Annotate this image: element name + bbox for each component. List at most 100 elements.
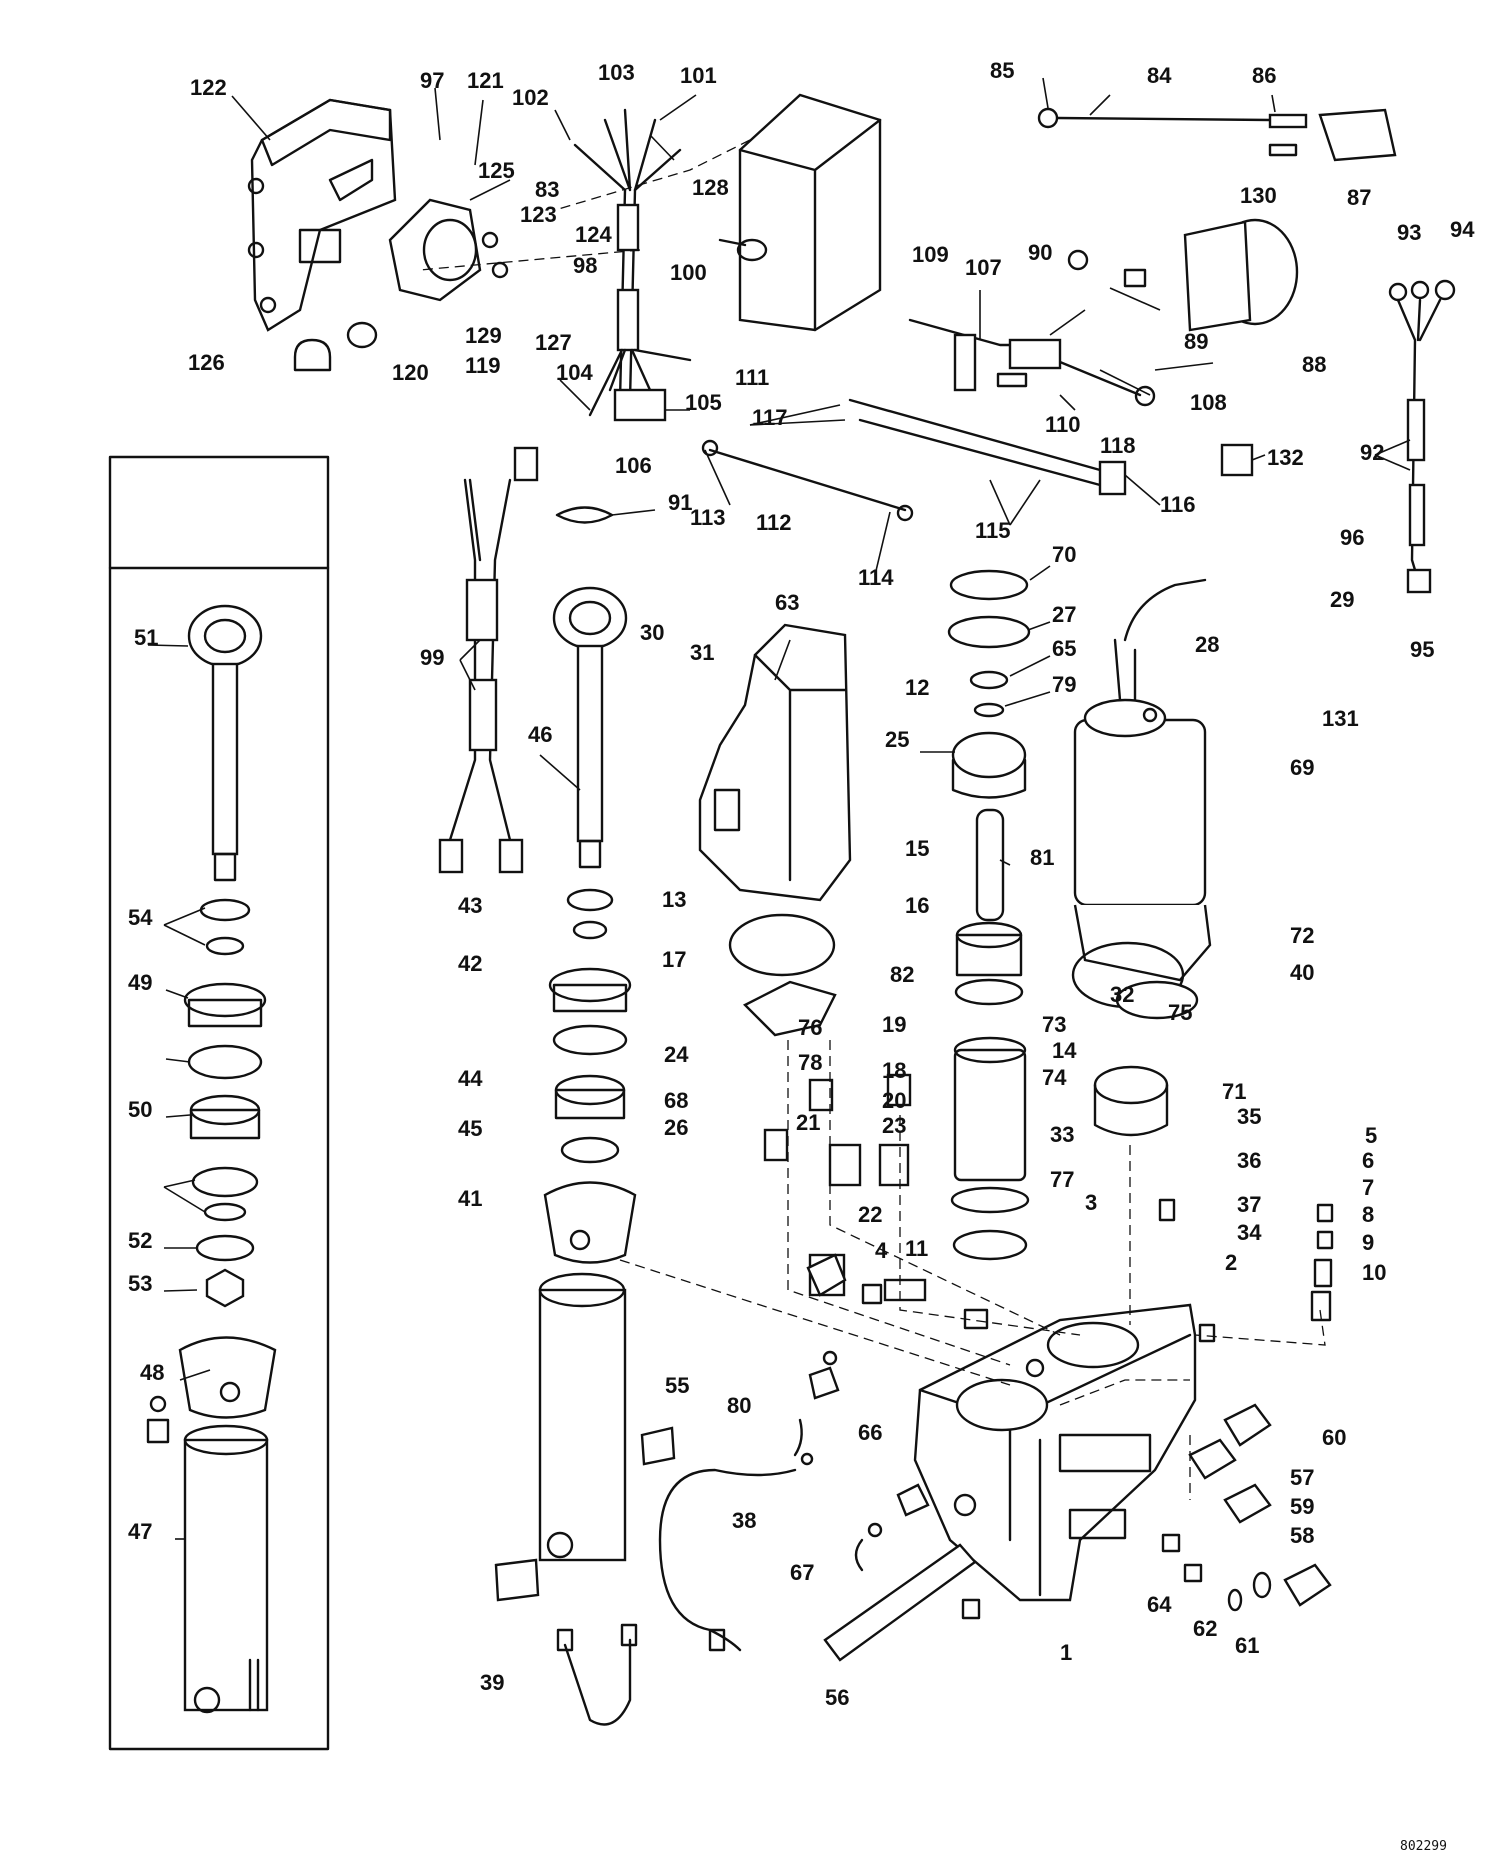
callout-64: 64: [1147, 1592, 1172, 1617]
callout-13: 13: [662, 887, 686, 912]
callout-10: 10: [1362, 1260, 1386, 1285]
callout-121: 121: [467, 68, 504, 93]
callout-44: 44: [458, 1066, 483, 1091]
callout-52: 52: [128, 1228, 152, 1253]
callout-18: 18: [882, 1058, 906, 1083]
figure-code: 802299: [1400, 1839, 1447, 1854]
plate-17: [742, 980, 837, 1037]
callout-43: 43: [458, 893, 482, 918]
leader-lines: [147, 77, 1411, 1540]
callout-81: 81: [1030, 845, 1054, 870]
callout-73: 73: [1042, 1012, 1066, 1037]
callout-128: 128: [692, 175, 729, 200]
callout-63: 63: [775, 590, 799, 615]
callout-51: 51: [134, 625, 158, 650]
o-ring-13-left: [728, 913, 836, 977]
callout-26: 26: [664, 1115, 688, 1140]
callout-numbers: 1234567891011121314151617181920212223242…: [128, 58, 1475, 1710]
callout-17: 17: [662, 947, 686, 972]
callout-20: 20: [882, 1088, 906, 1113]
callout-59: 59: [1290, 1494, 1314, 1519]
callout-116: 116: [1160, 492, 1196, 517]
ring-41: [822, 1350, 838, 1366]
fitting-41: [808, 1366, 840, 1400]
callout-74: 74: [1042, 1065, 1067, 1090]
callout-125: 125: [478, 158, 515, 183]
callout-58: 58: [1290, 1523, 1314, 1548]
callout-106: 106: [615, 453, 652, 478]
pump-body: [913, 1303, 1197, 1602]
callout-40: 40: [1290, 960, 1314, 985]
callout-28: 28: [1195, 632, 1219, 657]
callout-80: 80: [727, 1393, 751, 1418]
callout-9: 9: [1362, 1230, 1374, 1255]
callout-57: 57: [1290, 1465, 1314, 1490]
callout-33: 33: [1050, 1122, 1074, 1147]
callout-69: 69: [1290, 755, 1314, 780]
callout-30: 30: [640, 620, 664, 645]
callout-66: 66: [858, 1420, 882, 1445]
callout-118: 118: [1100, 433, 1136, 458]
callout-46: 46: [528, 722, 552, 747]
callout-88: 88: [1302, 352, 1326, 377]
callout-3: 3: [1085, 1190, 1097, 1215]
reservoir-cover: [718, 93, 882, 332]
seal-column: [947, 569, 1031, 1261]
clip-67: [854, 1538, 864, 1572]
callout-97: 97: [420, 68, 444, 93]
callout-124: 124: [575, 222, 612, 247]
callout-112: 112: [756, 510, 792, 535]
callout-75: 75: [1168, 1000, 1192, 1025]
pump-cover: [698, 623, 852, 902]
ring-80: [800, 1452, 814, 1466]
callout-99: 99: [420, 645, 444, 670]
callout-101: 101: [680, 63, 717, 88]
callout-83: 83: [535, 177, 559, 202]
callout-35: 35: [1237, 1104, 1261, 1129]
callout-39: 39: [480, 1670, 504, 1695]
alignment-lines: [419, 139, 1326, 1500]
hydraulic-tubes: [556, 1418, 803, 1726]
callout-104: 104: [556, 360, 593, 385]
callout-130: 130: [1240, 183, 1277, 208]
callout-110: 110: [1045, 412, 1081, 437]
callout-93: 93: [1397, 220, 1421, 245]
callout-48: 48: [140, 1360, 164, 1385]
callout-47: 47: [128, 1519, 152, 1544]
ring-22: [867, 1522, 883, 1538]
electrical-parts: [438, 107, 1456, 874]
callout-77: 77: [1050, 1167, 1074, 1192]
callout-4: 4: [875, 1238, 888, 1263]
ring-32: [1115, 980, 1199, 1020]
callout-22: 22: [858, 1202, 882, 1227]
callout-62: 62: [1193, 1616, 1217, 1641]
callout-94: 94: [1450, 217, 1475, 242]
relay-box: [247, 98, 509, 372]
callout-86: 86: [1252, 63, 1276, 88]
callout-98: 98: [573, 253, 597, 278]
pin-56: [823, 1543, 977, 1662]
callout-109: 109: [912, 242, 949, 267]
callout-11: 11: [905, 1236, 928, 1261]
callout-90: 90: [1028, 240, 1052, 265]
callout-129: 129: [465, 323, 502, 348]
callout-42: 42: [458, 951, 482, 976]
callout-114: 114: [858, 565, 894, 590]
callout-27: 27: [1052, 602, 1076, 627]
callout-113: 113: [690, 505, 726, 530]
callout-120: 120: [392, 360, 429, 385]
callout-79: 79: [1052, 672, 1076, 697]
callout-2: 2: [1225, 1250, 1237, 1275]
fitting-66: [896, 1483, 930, 1517]
callout-65: 65: [1052, 636, 1076, 661]
trim-motor: [1073, 578, 1212, 982]
callout-25: 25: [885, 727, 909, 752]
callout-72: 72: [1290, 923, 1314, 948]
callout-103: 103: [598, 60, 635, 85]
callout-16: 16: [905, 893, 929, 918]
callout-85: 85: [990, 58, 1014, 83]
callout-5: 5: [1365, 1123, 1377, 1148]
callout-36: 36: [1237, 1148, 1261, 1173]
callout-117: 117: [752, 405, 788, 430]
callout-1: 1: [1060, 1640, 1072, 1665]
